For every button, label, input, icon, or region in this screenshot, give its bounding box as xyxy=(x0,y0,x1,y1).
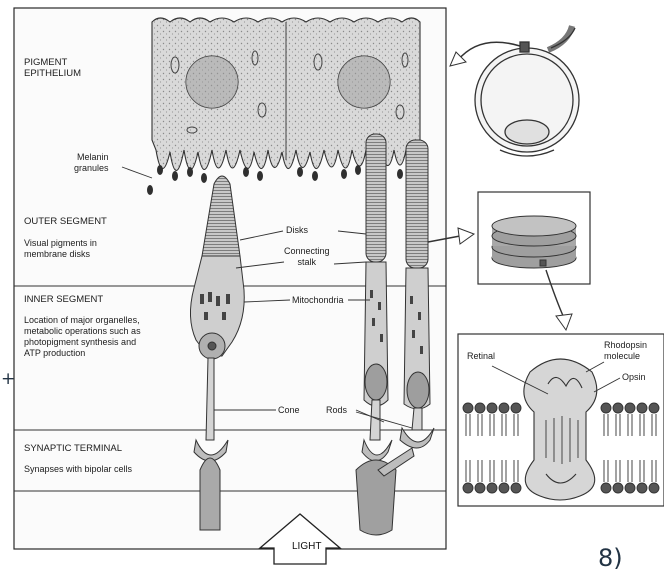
callout-opsin: Opsin xyxy=(622,372,646,383)
eyeball-diagram xyxy=(475,26,579,156)
desc-synaptic-terminal: Synapses with bipolar cells xyxy=(24,464,132,475)
callout-melanin-granules: Melanin granules xyxy=(74,152,109,174)
label-pigment-epithelium: PIGMENT EPITHELIUM xyxy=(24,57,81,79)
rhodopsin-molecule xyxy=(524,359,597,500)
disk-stack xyxy=(492,216,576,268)
label-synaptic-terminal: SYNAPTIC TERMINAL xyxy=(24,443,122,454)
callout-disks: Disks xyxy=(286,225,308,236)
handwritten-plus-mark: + xyxy=(1,369,15,389)
label-inner-segment: INNER SEGMENT xyxy=(24,294,103,305)
light-label: LIGHT xyxy=(292,541,321,552)
callout-rhodopsin-molecule: Rhodopsin molecule xyxy=(604,340,647,362)
desc-inner-segment: Location of major organelles, metabolic … xyxy=(24,315,141,359)
arrow-head-disks xyxy=(458,228,474,244)
desc-outer-segment: Visual pigments in membrane disks xyxy=(24,238,97,260)
handwritten-corner-mark: 8) xyxy=(598,544,623,569)
callout-cone: Cone xyxy=(278,405,300,416)
callout-retinal: Retinal xyxy=(467,351,495,362)
arrow-head-molecule xyxy=(556,314,572,330)
callout-mitochondria: Mitochondria xyxy=(292,295,344,306)
callout-connecting-stalk: Connecting stalk xyxy=(284,246,330,268)
label-outer-segment: OUTER SEGMENT xyxy=(24,216,107,227)
callout-rods: Rods xyxy=(326,405,347,416)
